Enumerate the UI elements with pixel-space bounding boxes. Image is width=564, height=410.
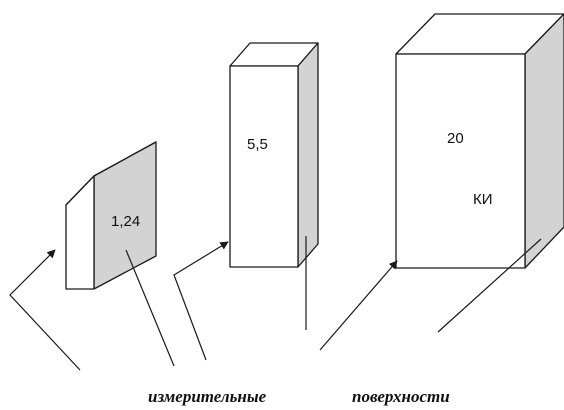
block-medium-side-face	[297, 42, 319, 268]
leader-line-small	[125, 249, 175, 367]
block-medium-value: 5,5	[247, 136, 268, 153]
block-small-front-face	[65, 175, 95, 290]
leader-lines	[9, 236, 542, 371]
leader-line-large	[437, 238, 542, 333]
leader-arrow-small	[9, 249, 81, 371]
block-large-value: 20	[447, 130, 464, 147]
block-medium-front-face	[229, 65, 299, 268]
leader-arrow-medium	[173, 241, 229, 361]
caption-surfaces: поверхности	[352, 387, 450, 406]
block-small-value: 1,24	[111, 213, 140, 230]
block-large-side-face	[524, 13, 564, 269]
gauge-block-large: 20 КИ	[395, 13, 564, 269]
gauge-block-small: 1,24	[65, 141, 157, 290]
leader-arrow-large	[319, 260, 398, 351]
gauge-block-medium: 5,5	[229, 42, 319, 268]
block-large-front-face	[395, 53, 526, 269]
block-large-label: КИ	[473, 191, 493, 208]
caption-measuring: измерительные	[148, 387, 267, 406]
